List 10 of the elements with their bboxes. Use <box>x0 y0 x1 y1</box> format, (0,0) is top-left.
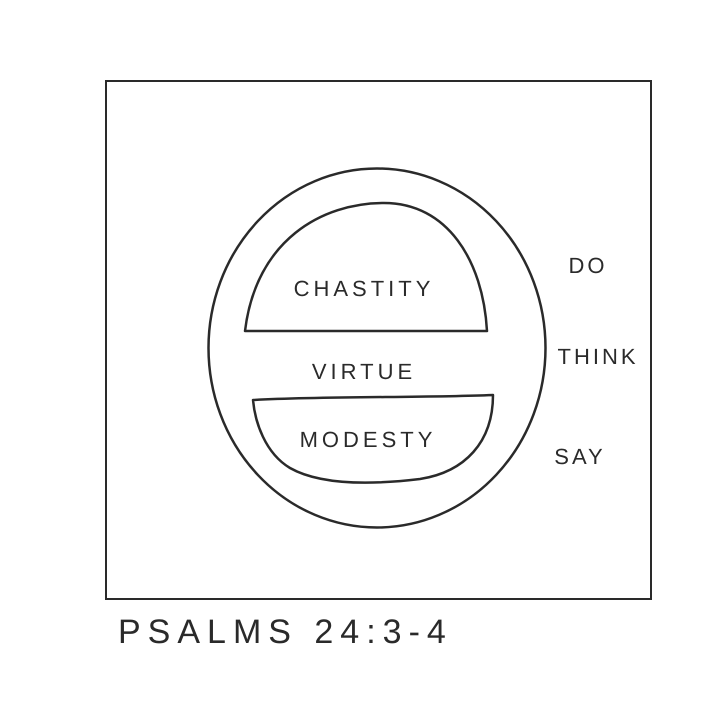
side-label: SAY <box>554 444 606 470</box>
side-label: THINK <box>558 344 638 370</box>
node-label: CHASTITY <box>294 276 434 302</box>
oval-shape <box>207 167 547 529</box>
square-frame <box>105 80 652 600</box>
side-label: DO <box>568 254 608 278</box>
dome-shape <box>242 200 490 334</box>
node-label: VIRTUE <box>312 360 416 384</box>
caption: PSALMS 24:3-4 <box>118 614 453 652</box>
node-label: MODESTY <box>300 428 436 452</box>
